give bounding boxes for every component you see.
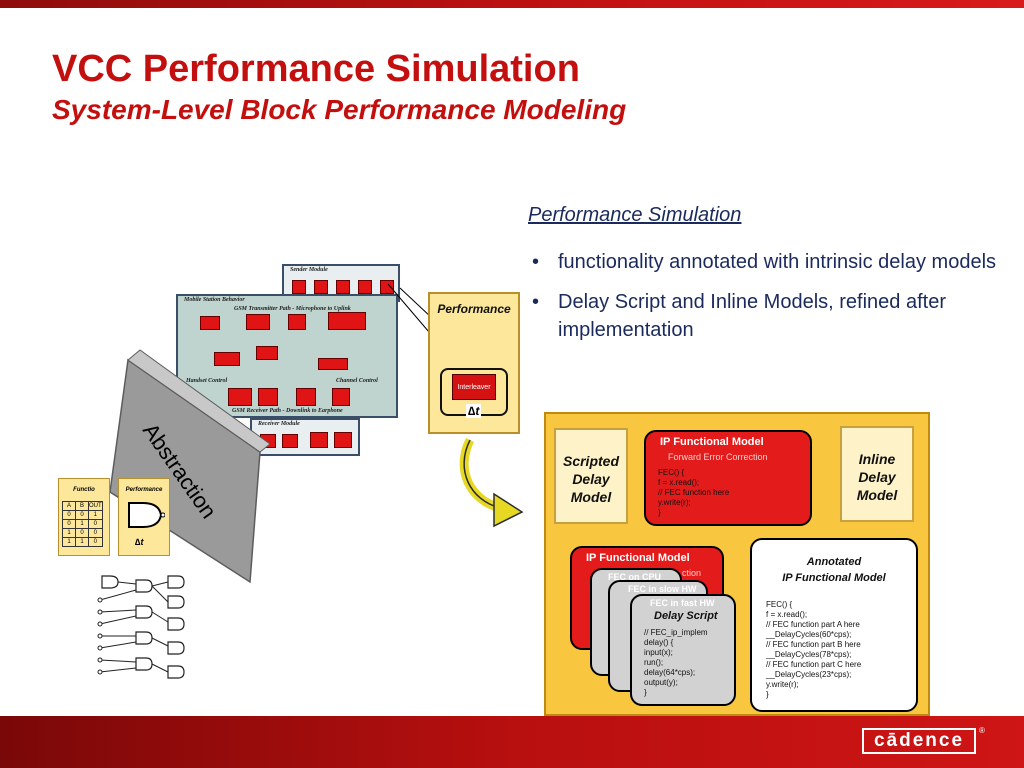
delta-t-mini-label: ∆t xyxy=(135,537,144,547)
truth-cell: 0 xyxy=(62,510,76,520)
fec-fast-hw-label: FEC in fast HW xyxy=(650,598,715,608)
schematic-block xyxy=(228,388,252,406)
top-accent-band xyxy=(0,0,1024,8)
abstraction-arrow: Abstraction xyxy=(109,349,270,584)
label-line: Delay xyxy=(572,471,610,487)
receiver-module-label: Receiver Module xyxy=(258,421,300,427)
label-line: Model xyxy=(856,487,898,503)
schematic-block xyxy=(314,280,328,294)
schematic-block xyxy=(328,312,366,330)
slide-subtitle: System-Level Block Performance Modeling xyxy=(52,94,627,125)
function-label: Functio xyxy=(73,487,95,493)
slide-title: VCC Performance Simulation xyxy=(52,48,580,90)
ip-back-subtitle: ction xyxy=(682,568,702,578)
truth-table: A B OUT 0 0 1 0 1 0 1 0 0 1 1 0 xyxy=(62,501,103,547)
schematic-block xyxy=(246,314,270,330)
schematic-block xyxy=(358,280,372,294)
transmitter-path-label: GSM Transmitter Path - Microphone to Upl… xyxy=(234,306,351,312)
truth-cell: 1 xyxy=(88,510,103,520)
logic-gate-network xyxy=(97,575,185,679)
ip-top-subtitle: Forward Error Correction xyxy=(668,452,768,462)
receiver-module-panel: Receiver Module xyxy=(250,418,360,456)
delta-t-label: ∆t xyxy=(466,404,482,418)
schematic-block xyxy=(318,358,348,370)
receiver-path-label: GSM Receiver Path - Downlink to Earphone xyxy=(232,408,343,414)
label-line: Inline xyxy=(858,451,896,467)
channel-control-label: Channel Control xyxy=(336,378,378,384)
schematic-block xyxy=(332,388,350,406)
truth-cell: 1 xyxy=(75,519,89,529)
delay-script-code: // FEC_ip_implem delay() { input(x); run… xyxy=(644,628,708,697)
mobile-station-panel: Mobile Station Behavior GSM Transmitter … xyxy=(176,294,398,418)
delay-script-card: FEC in fast HW Delay Script // FEC_ip_im… xyxy=(630,594,736,706)
bottom-accent-band xyxy=(0,716,1024,768)
truth-cell: 1 xyxy=(75,537,89,547)
scripted-delay-model-label: Scripted Delay Model xyxy=(556,452,626,506)
performance-label: Performance xyxy=(437,302,511,316)
schematic-block xyxy=(336,280,350,294)
ip-top-title: IP Functional Model xyxy=(660,436,764,448)
truth-header: A xyxy=(62,501,76,511)
handset-control-label: Handset Control xyxy=(186,378,228,384)
truth-cell: 0 xyxy=(88,528,103,538)
schematic-block xyxy=(296,388,316,406)
truth-cell: 0 xyxy=(75,528,89,538)
ip-back-title: IP Functional Model xyxy=(586,552,690,564)
schematic-block xyxy=(288,314,306,330)
label-line: Scripted xyxy=(562,453,619,469)
performance-mini-box: Performance ∆t xyxy=(118,478,170,556)
performance-simulation-panel: Scripted Delay Model Inline Delay Model … xyxy=(544,412,930,716)
inline-delay-model-label: Inline Delay Model xyxy=(842,450,912,504)
interleaver-block: Interleaver xyxy=(452,374,496,400)
ip-top-code: FEC() { f = x.read(); // FEC function he… xyxy=(658,468,730,517)
performance-box: Performance Interleaver ∆t xyxy=(428,292,520,434)
truth-cell: 0 xyxy=(88,537,103,547)
nor-gate-icon xyxy=(128,502,165,528)
annotated-ip-model-card: Annotated IP Functional Model FEC() { f … xyxy=(750,538,918,712)
label-line: Delay xyxy=(858,469,896,485)
truth-cell: 1 xyxy=(62,528,76,538)
delay-script-title: Delay Script xyxy=(654,610,718,622)
inline-delay-model-card: Inline Delay Model xyxy=(840,426,914,522)
schematic-block xyxy=(214,352,240,366)
truth-header: B xyxy=(75,501,89,511)
scripted-delay-model-card: Scripted Delay Model xyxy=(554,428,628,524)
schematic-block xyxy=(258,388,278,406)
truth-cell: 0 xyxy=(88,519,103,529)
annotated-title-line1: Annotated xyxy=(806,556,862,568)
schematic-block xyxy=(310,432,328,448)
schematic-block xyxy=(256,346,278,360)
truth-cell: 1 xyxy=(62,537,76,547)
schematic-block xyxy=(334,432,352,448)
bullet-list: functionality annotated with intrinsic d… xyxy=(528,248,998,356)
performance-mini-label: Performance xyxy=(125,487,163,493)
ip-functional-model-top: IP Functional Model Forward Error Correc… xyxy=(644,430,812,526)
label-line: Model xyxy=(570,489,612,505)
sender-module-label: Sender Module xyxy=(290,267,328,273)
function-table-box: Functio A B OUT 0 0 1 0 1 0 1 0 0 1 1 0 xyxy=(58,478,110,556)
truth-header: OUT xyxy=(88,501,103,511)
cadence-logo: cādence xyxy=(862,728,976,754)
schematic-block xyxy=(292,280,306,294)
bullet-item: Delay Script and Inline Models, refined … xyxy=(528,288,998,344)
schematic-block xyxy=(200,316,220,330)
mobile-station-label: Mobile Station Behavior xyxy=(184,297,245,303)
performance-simulation-heading: Performance Simulation xyxy=(528,204,742,226)
truth-cell: 0 xyxy=(75,510,89,520)
fec-slow-hw-label: FEC in slow HW xyxy=(628,584,697,594)
bullet-item: functionality annotated with intrinsic d… xyxy=(528,248,998,276)
truth-cell: 0 xyxy=(62,519,76,529)
schematic-block xyxy=(380,280,394,294)
schematic-block xyxy=(282,434,298,448)
annotated-title-line2: IP Functional Model xyxy=(782,572,886,584)
registered-mark: ® xyxy=(979,726,985,735)
fec-on-cpu-label: FEC on CPU xyxy=(608,572,661,582)
annotated-code: FEC() { f = x.read(); // FEC function pa… xyxy=(766,600,862,699)
